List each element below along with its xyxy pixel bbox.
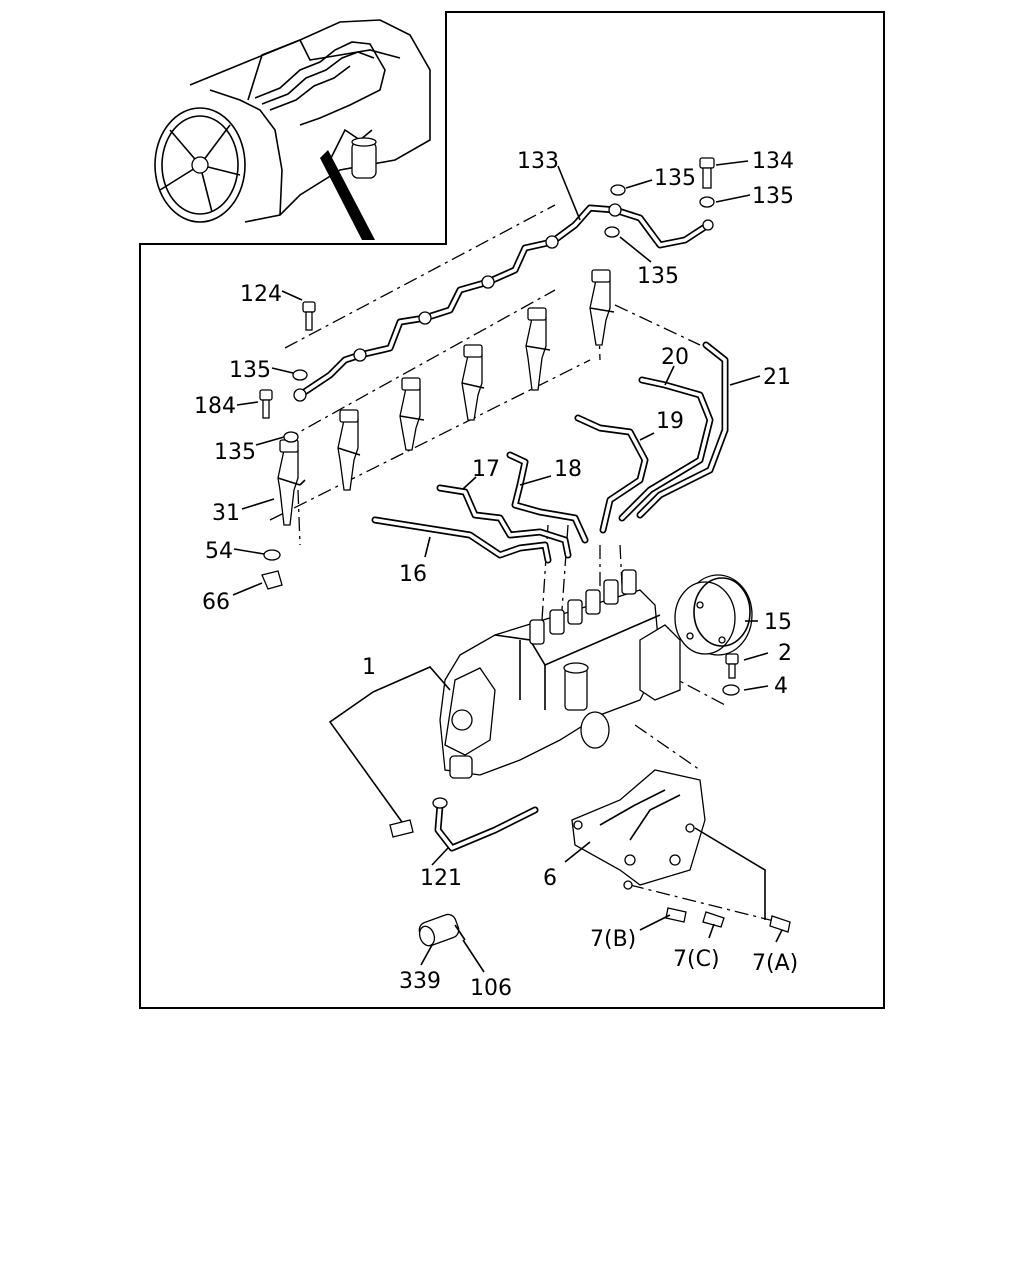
- callout-4: 4: [774, 674, 788, 699]
- pump-bracket-6: [571, 769, 706, 890]
- callout-121: 121: [420, 866, 462, 891]
- callout-135-top: 135: [654, 166, 696, 191]
- hardware: [259, 157, 791, 947]
- callout-19: 19: [656, 409, 684, 434]
- callout-18: 18: [554, 457, 582, 482]
- injector-4: [461, 344, 485, 421]
- callout-134: 134: [752, 149, 794, 174]
- callout-17: 17: [472, 457, 500, 482]
- callout-106: 106: [470, 976, 512, 1001]
- callout-135-right: 135: [752, 184, 794, 209]
- callout-labels: 133 134 135 135 135 124 135 20 21 184 19…: [194, 149, 798, 1001]
- injection-pump: [439, 569, 681, 779]
- engine-overview-inset: [154, 19, 431, 240]
- callout-135-lower: 135: [214, 440, 256, 465]
- callout-7b: 7(B): [590, 927, 636, 952]
- callout-2: 2: [778, 641, 792, 666]
- leak-off-pipe-133: [293, 203, 714, 402]
- callout-66: 66: [202, 590, 230, 615]
- hose-121: [432, 797, 539, 852]
- injector-group: [277, 269, 615, 526]
- callout-7a: 7(A): [752, 951, 798, 976]
- callout-6: 6: [543, 866, 557, 891]
- pipe-19: [574, 414, 649, 534]
- callout-31: 31: [212, 501, 240, 526]
- callout-135-mid: 135: [637, 264, 679, 289]
- leader-lines: [232, 160, 783, 973]
- callout-54: 54: [205, 539, 233, 564]
- callout-135-left: 135: [229, 358, 271, 383]
- callout-7c: 7(C): [673, 947, 720, 972]
- callout-339: 339: [399, 969, 441, 994]
- injection-pipes: [371, 341, 729, 564]
- callout-1: 1: [362, 655, 376, 680]
- callout-20: 20: [661, 345, 689, 370]
- callout-124: 124: [240, 282, 282, 307]
- callout-184: 184: [194, 394, 236, 419]
- injector-2: [337, 409, 361, 491]
- injector-6: [589, 269, 615, 346]
- callout-133: 133: [517, 149, 559, 174]
- pipe-16: [371, 516, 552, 564]
- injector-3: [399, 377, 425, 451]
- injector-5: [525, 307, 551, 391]
- callout-16: 16: [399, 562, 427, 587]
- timer-coupling-15: [674, 574, 753, 656]
- injector-1: [277, 439, 306, 526]
- callout-15: 15: [764, 610, 792, 635]
- callout-21: 21: [763, 365, 791, 390]
- diagram-frame: [139, 11, 885, 1009]
